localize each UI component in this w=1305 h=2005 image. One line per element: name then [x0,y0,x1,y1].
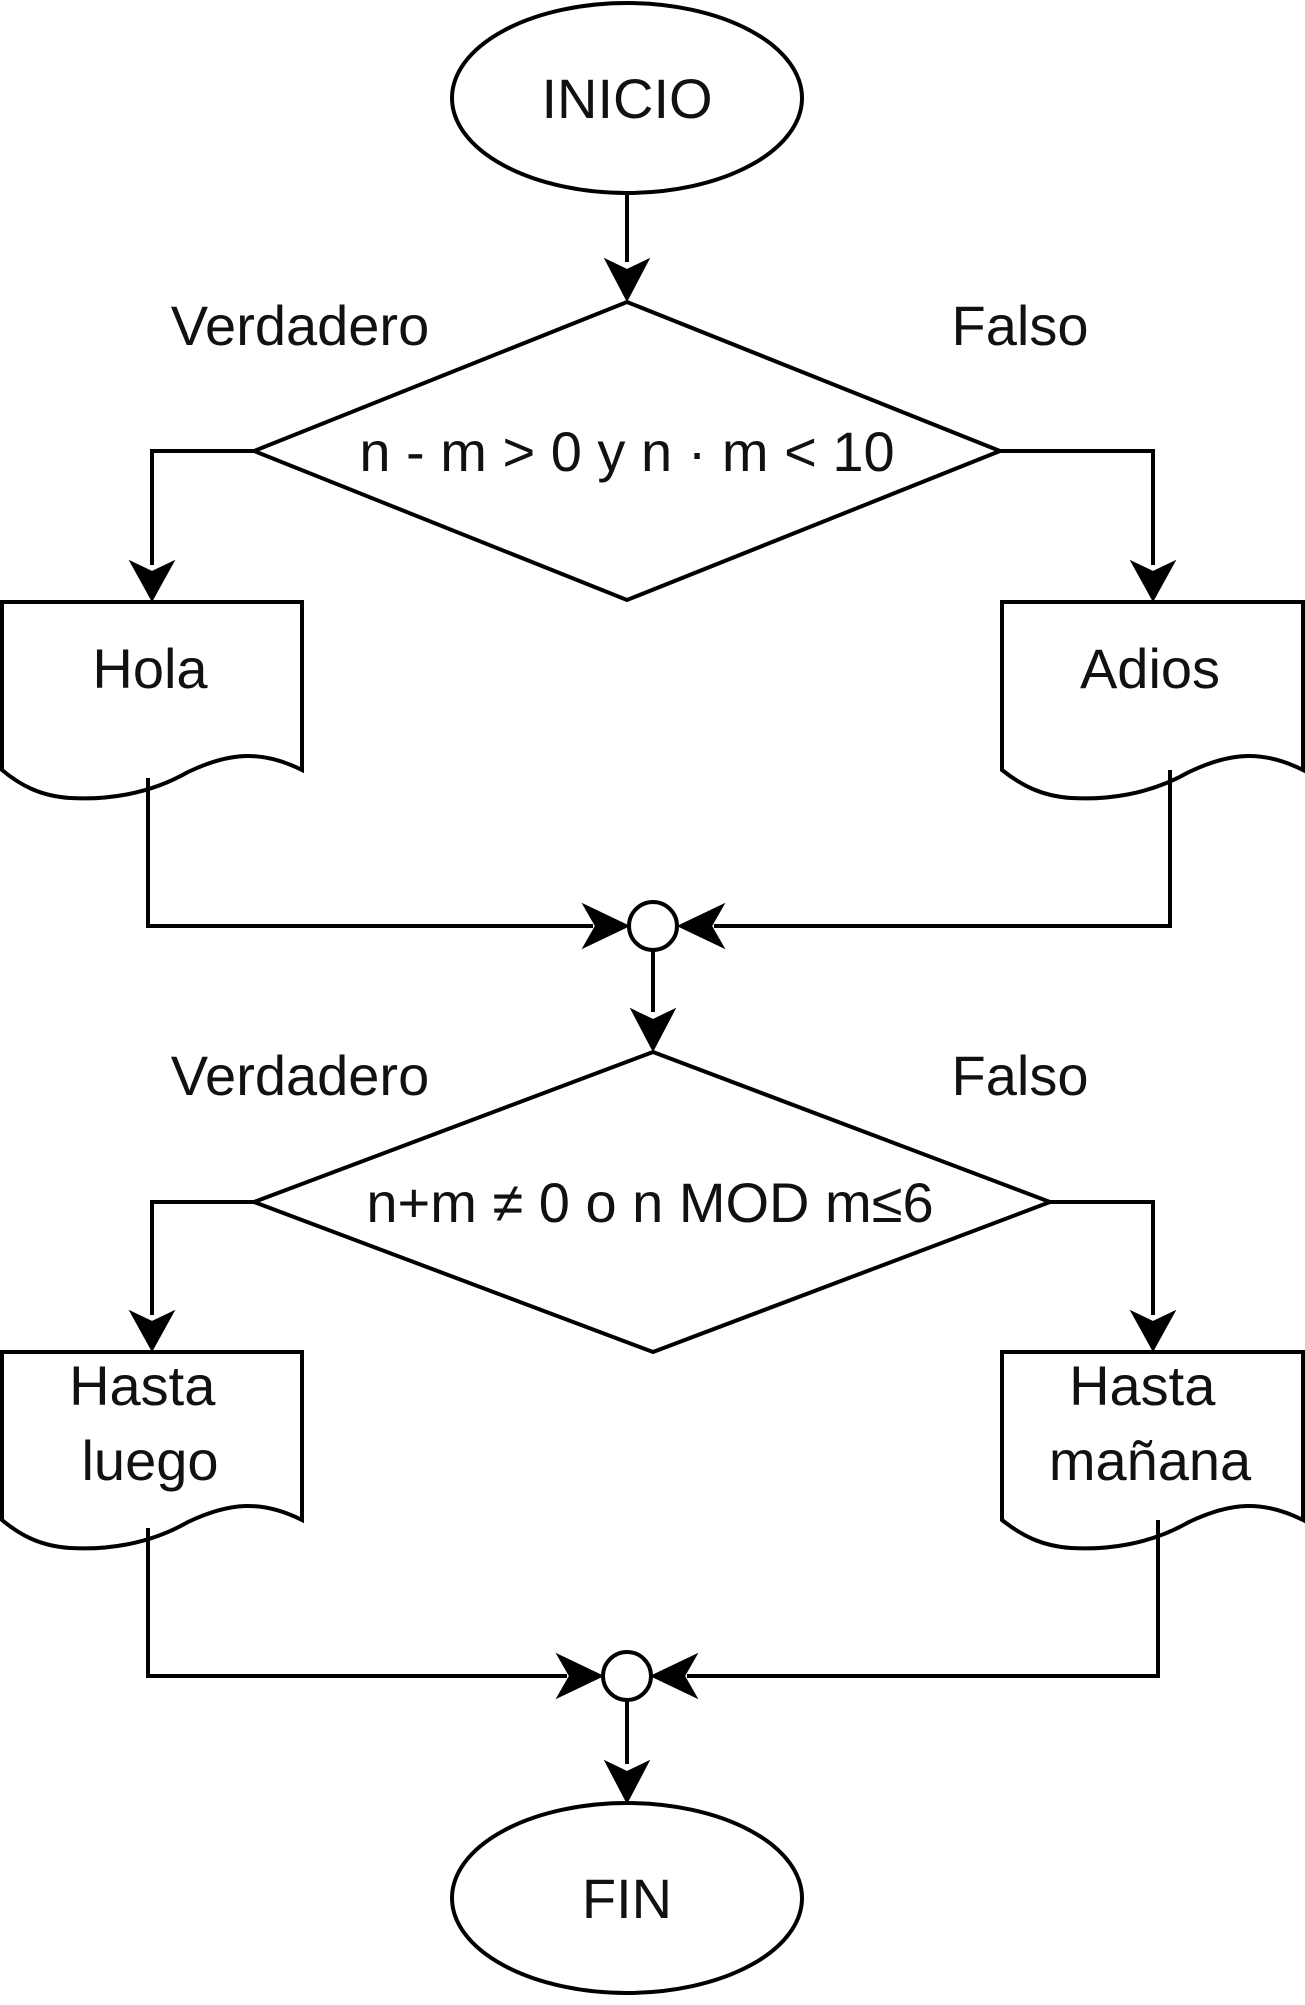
end-label: FIN [582,1867,672,1930]
edge-adios-connector-1 [714,770,1172,928]
arrowhead-end [603,1759,651,1805]
decision-2-label: n+m ≠ 0 o n MOD m≤6 [366,1171,933,1234]
arrowhead-hola [128,559,176,603]
arrowhead-decision-2 [629,1007,677,1053]
edge-hola-connector-1 [146,778,593,928]
output-hasta-luego-label: Hasta luego [69,1354,231,1492]
connector-1[interactable] [627,900,679,952]
decision-2-true-label: Verdadero [171,1044,429,1107]
arrowhead-connector-2-right [649,1652,699,1700]
output-hasta-manana-label: Hasta mañana [1049,1354,1252,1492]
output-adios-label: Adios [1080,637,1220,700]
arrowhead-connector-1-right [676,902,726,950]
output-adios-document[interactable] [1000,600,1305,801]
arrowhead-hasta-luego [128,1309,176,1353]
arrowhead-adios [1129,559,1177,603]
output-hasta-manana-line-1: Hasta [1069,1354,1216,1417]
connector-2[interactable] [601,1650,653,1702]
arrowhead-connector-1-left [581,902,631,950]
arrowhead-connector-2-left [555,1652,605,1700]
output-hola-document[interactable] [0,600,304,801]
decision-1-true-label: Verdadero [171,294,429,357]
edge-decision-1-hola [150,449,254,565]
decision-1-diamond[interactable] [248,299,1006,603]
output-hasta-manana-document[interactable] [1000,1350,1305,1551]
output-hasta-luego-line-1: Hasta [69,1354,216,1417]
decision-1-label: n - m > 0 y n · m < 10 [359,420,894,483]
edge-decision-1-adios [1000,449,1155,565]
edge-decision-2-hasta-manana [1050,1200,1155,1315]
arrowhead-hasta-manana [1129,1309,1177,1353]
arrowhead-decision-1 [603,257,651,303]
output-hasta-luego-line-2: luego [81,1429,218,1492]
output-hola-label: Hola [92,637,208,700]
end-terminal[interactable] [450,1801,804,1995]
decision-1-false-label: Falso [952,294,1089,357]
start-label: INICIO [541,67,712,130]
output-hasta-manana-line-2: mañana [1049,1429,1252,1492]
decision-2-false-label: Falso [952,1044,1089,1107]
edge-hasta-luego-connector-2 [146,1528,567,1678]
edge-decision-2-hasta-luego [150,1200,254,1315]
edge-hasta-manana-connector-2 [687,1520,1160,1678]
decision-2-diamond[interactable] [248,1049,1056,1355]
